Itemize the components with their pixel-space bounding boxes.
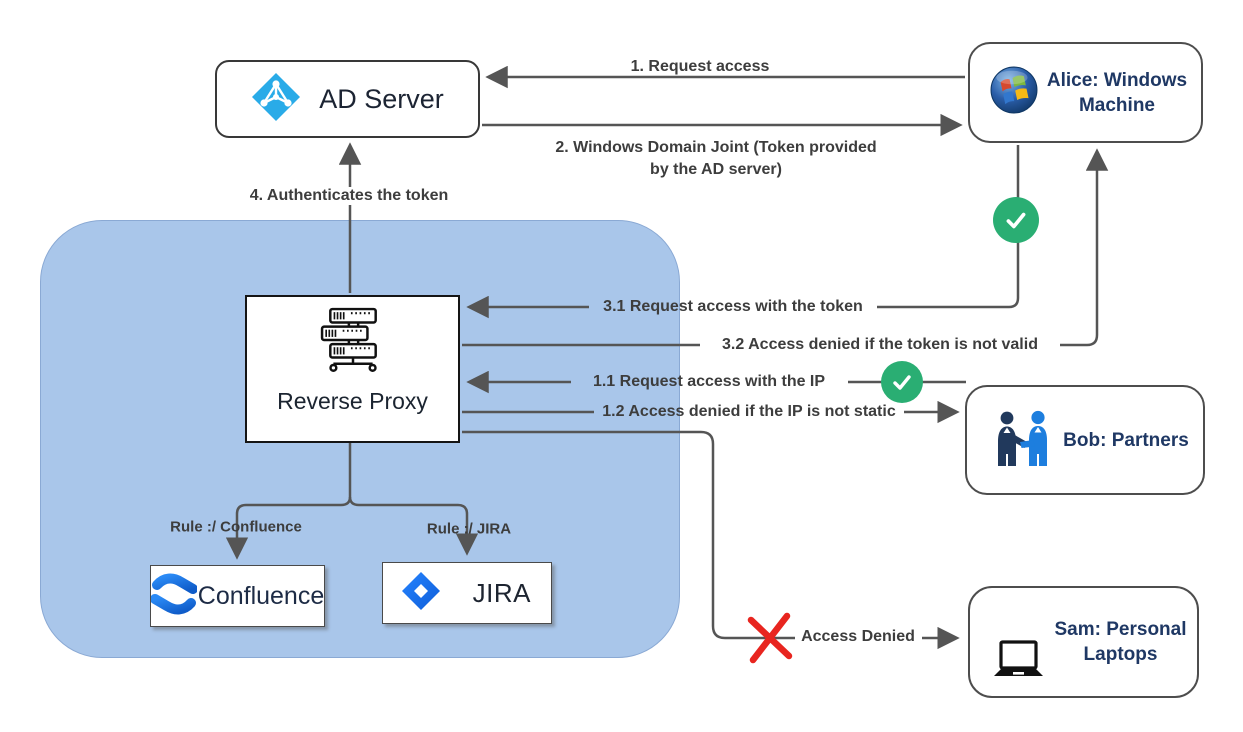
bob-label: Bob: Partners [1063,429,1189,451]
node-ad-server: AD Server [215,60,480,138]
confluence-label: Confluence [197,581,325,610]
label-rule-jira: Rule :/ JIRA [426,520,512,538]
label-request-with-token: 3.1 Request access with the token [603,298,863,315]
reverse-proxy-label: Reverse Proxy [277,388,428,414]
windows-icon [990,66,1038,119]
laptop-icon [991,639,1045,688]
node-confluence: Confluence [149,565,325,627]
edge-request-with-token-a [877,145,1020,309]
label-request-with-ip: 1.1 Request access with the IP [592,373,826,390]
label-domain-joint: 2. Windows Domain Joint (Token provided … [555,139,877,178]
label-rule-confluence: Rule :/ Confluence [170,518,302,536]
edge-denied-token-b [1060,148,1109,347]
node-jira: JIRA [382,562,552,624]
edge-rule-confluence [225,496,352,560]
azure-ad-icon [251,72,301,127]
label-denied-token: 3.2 Access denied if the token is not va… [722,336,1038,353]
sam-label: Sam: Personal Laptops [1054,619,1187,665]
node-alice-windows-machine: Alice: Windows Machine [968,42,1203,143]
label-authenticates-token: 4. Authenticates the token [244,187,454,205]
jira-logo-icon [401,571,441,616]
label-access-denied: Access Denied [801,628,915,645]
check-icon [881,361,923,403]
red-x-icon [743,609,797,670]
node-reverse-proxy: Reverse Proxy [245,295,460,443]
label-denied-ip: 1.2 Access denied if the IP is not stati… [602,403,896,420]
edge-rule-jira [348,496,479,556]
ad-server-label: AD Server [319,83,444,114]
server-rack-icon [315,307,391,378]
node-bob-partners: Bob: Partners [965,385,1205,495]
confluence-logo-icon [149,572,198,621]
jira-label: JIRA [472,577,531,608]
node-sam-personal-laptops: Sam: Personal Laptops [968,586,1199,698]
label-request-access: 1. Request access [630,58,770,75]
edge-access-denied-a [462,430,795,640]
alice-label: Alice: Windows Machine [1046,69,1188,116]
partners-handshake-icon [991,409,1055,472]
check-icon [993,197,1039,243]
